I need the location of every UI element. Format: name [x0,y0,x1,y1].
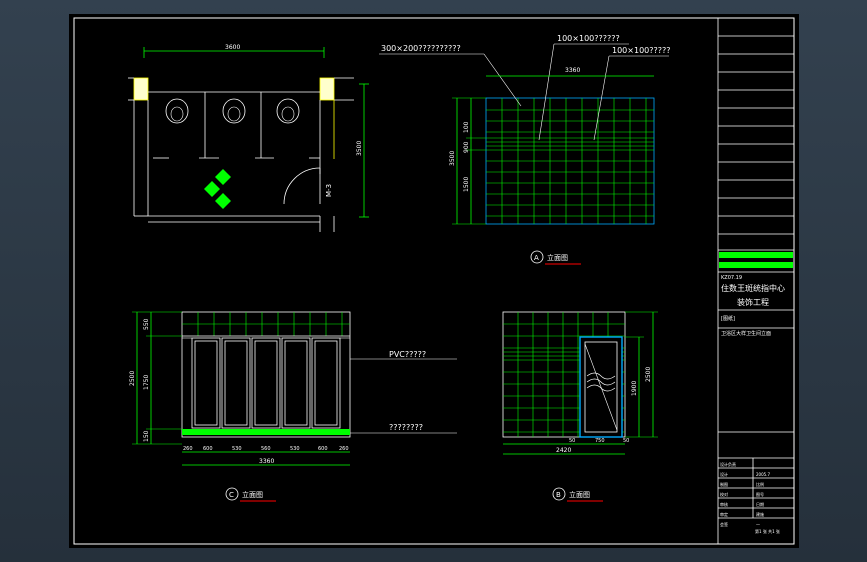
elevation-b-caption: 立面图 [569,490,590,499]
elevation-c-dim-left-0: 550 [143,318,150,330]
drawing-name: 卫浴区大样卫生间立面 [721,330,771,337]
sheet-number: 第1 张 共1 张 [755,528,780,534]
elevation-b-dim-left: 50 [569,438,575,444]
label-pvc: PVC????? [389,350,426,359]
tb-row-3: 校对 [720,491,728,497]
elevation-c: PVC????? ???????? 550 1750 150 2500 260 … [129,311,457,502]
tb-row-2: 制图 [720,481,728,487]
tb-val-4: 建施 [756,511,764,517]
elevation-a: 300×200?????????? 100×100?????? 100×100?… [379,34,670,265]
elevation-b-dim-total: 2500 [645,367,652,382]
elevation-c-dim-b2: 530 [232,446,242,452]
elevation-a-grid [486,98,654,224]
elevation-a-dim-b: 900 [463,141,470,153]
tb-row-5: 审定 [720,511,728,517]
elevation-c-caption: 立面图 [242,490,263,499]
elevation-b-mark: B [556,491,561,499]
elevation-a-caption: 立面图 [547,253,568,262]
door-label: M-3 [325,184,333,197]
elevation-c-dim-b3: 560 [261,446,271,452]
elevation-c-dim-b6: 260 [339,446,349,452]
elevation-a-dim-a: 100 [463,121,470,133]
tb-val-5: 一 [756,522,760,527]
elevation-c-grid [182,312,350,336]
elevation-b-dim-door-w: 750 [595,438,605,444]
drawing-frame [73,17,795,545]
label-tile-300: 300×200?????????? [381,44,461,53]
partition-doors [191,337,341,429]
elevation-b: 1900 2500 50 750 50 2420 B 立面图 [502,311,658,502]
tb-row-4: 审核 [720,501,728,507]
company-code: KZ07.19 [721,275,742,281]
plan-dim-top: 3600 [225,44,240,51]
elevation-c-dim-left-2: 150 [143,430,150,442]
elevation-a-dim-total: 3500 [449,151,456,166]
plan-view: 3600 M [128,44,369,232]
tb-row-6: 会签 [720,521,728,527]
tb-row-1: 设计 [720,471,728,477]
label-tile-100-mid: 100×100?????? [557,34,620,43]
elevation-c-dim-b0: 260 [183,446,193,452]
cad-drawing: KZ07.19 住数王斑统指中心 装饰工程 [图纸] 卫浴区大样卫生间立面 设计… [73,17,795,545]
tb-val-3: 日期 [756,501,764,507]
drawing-canvas: KZ07.19 住数王斑统指中心 装饰工程 [图纸] 卫浴区大样卫生间立面 设计… [69,14,799,548]
tb-val-1: 比例 [756,481,764,487]
title-hatch-top [719,252,793,258]
elevation-c-dim-b5: 600 [318,446,328,452]
label-bottom: ???????? [389,423,423,432]
elevation-a-mark: A [534,254,539,262]
elevation-a-dim-top: 3360 [565,67,580,74]
elevation-c-dim-left-1: 1750 [143,375,150,390]
elevation-a-dim-c: 1500 [463,177,470,192]
project-subtitle: 装饰工程 [737,297,769,307]
label-tile-100-right: 100×100????? [612,46,670,55]
elevation-b-dim-right: 50 [623,438,629,444]
title-block [717,18,794,544]
elevation-c-mark: C [229,491,234,499]
elevation-b-dim-door-h: 1900 [631,381,638,396]
drawing-code: [图纸] [721,315,735,322]
project-name: 住数王斑统指中心 [721,283,785,293]
plan-dim-right: 3500 [356,141,363,156]
elevation-b-dim-bottom-total: 2420 [556,447,571,454]
elevation-c-dim-b1: 600 [203,446,213,452]
tb-val-0: 2005.7 [756,472,770,477]
elevation-c-dim-bottom-total: 3360 [259,458,274,465]
elevation-c-dim-total: 2500 [129,371,136,386]
tb-row-0: 设计负责 [720,461,736,467]
title-hatch-bottom [719,262,793,268]
elevation-c-dim-b4: 530 [290,446,300,452]
tb-val-2: 图号 [756,491,764,497]
